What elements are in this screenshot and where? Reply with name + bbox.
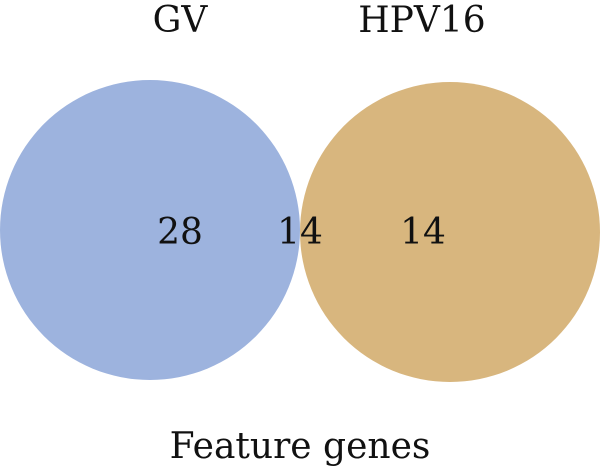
hpv16-set-label: HPV16 bbox=[358, 0, 485, 41]
intersection-count: 14 bbox=[277, 212, 323, 253]
hpv16-set-circle bbox=[300, 82, 600, 382]
gv-set-label: GV bbox=[153, 0, 209, 41]
hpv16-only-count: 14 bbox=[400, 212, 446, 253]
gv-set-circle bbox=[0, 80, 300, 380]
gv-only-count: 28 bbox=[157, 212, 203, 253]
diagram-caption: Feature genes bbox=[170, 426, 431, 467]
